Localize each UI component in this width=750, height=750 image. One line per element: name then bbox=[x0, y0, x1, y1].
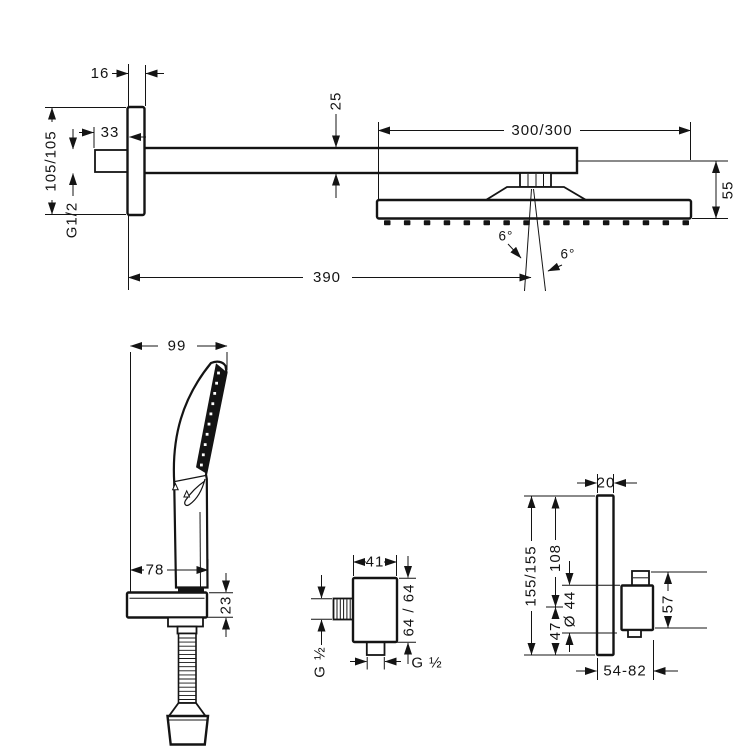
outlet-bottom-stub bbox=[365, 641, 386, 656]
shower-arm bbox=[142, 146, 579, 175]
dim-plate-height: 105/105 bbox=[43, 130, 60, 191]
valve-plate bbox=[595, 494, 615, 657]
leader-line bbox=[507, 243, 522, 259]
wall-outlet-figure: 41 64 / 64 G ½ G ½ bbox=[311, 554, 442, 678]
dim-arm-profile: 25 bbox=[328, 92, 345, 111]
dim-center-to-bottom: 47 bbox=[547, 622, 564, 641]
hose-collar bbox=[167, 616, 204, 628]
dim-plate-thickness: 16 bbox=[91, 65, 110, 82]
handshower-figure: 99 78 23 bbox=[125, 338, 235, 746]
dim-handle-height: 57 bbox=[660, 595, 677, 614]
holder-slot bbox=[178, 586, 204, 593]
leader-line bbox=[547, 262, 563, 272]
hose-connector bbox=[176, 625, 198, 635]
dim-valve-plate-height: 155/155 bbox=[523, 545, 540, 606]
dim-outlet-thread-left: G ½ bbox=[312, 646, 329, 677]
spray-axis-right bbox=[533, 188, 546, 292]
spray-face-nozzles bbox=[200, 371, 220, 467]
shower-head bbox=[375, 198, 693, 220]
valve-handle-body bbox=[620, 584, 655, 632]
outlet-body bbox=[351, 576, 399, 644]
thread-hatch bbox=[336, 599, 351, 619]
supply-stub bbox=[94, 149, 129, 173]
dim-head-height: 55 bbox=[720, 181, 737, 200]
shower-holder bbox=[125, 591, 209, 619]
select-button-mark bbox=[171, 482, 179, 491]
hose-end-cone bbox=[167, 702, 208, 717]
dim-angle-right: 6° bbox=[561, 247, 576, 262]
dim-supply-length: 33 bbox=[101, 124, 120, 141]
shower-hose bbox=[177, 632, 197, 704]
handshower-hook-detail bbox=[184, 478, 206, 506]
dim-outlet-height: 64 / 64 bbox=[401, 584, 418, 637]
dim-escutcheon-diameter: Ø 44 bbox=[562, 591, 579, 628]
nut-ribs bbox=[527, 174, 544, 186]
thermostat-figure: 20 155/155 108 47 Ø 44 57 bbox=[523, 474, 707, 680]
select-button-mark bbox=[183, 489, 191, 498]
dim-holder-reach: 78 bbox=[146, 562, 165, 579]
spray-nozzles bbox=[384, 220, 689, 226]
dim-outlet-thread-bottom: G ½ bbox=[411, 655, 442, 672]
dim-outlet-width: 41 bbox=[366, 554, 385, 571]
valve-handle-tab bbox=[627, 629, 642, 638]
dim-head-size: 300/300 bbox=[511, 122, 572, 139]
hose-end-nut bbox=[166, 714, 210, 746]
dim-top-to-center: 108 bbox=[547, 544, 564, 572]
wall-plate bbox=[126, 105, 146, 217]
hose-ribs bbox=[178, 637, 196, 700]
dim-handshower-width: 99 bbox=[168, 338, 187, 355]
dim-angle-left: 6° bbox=[499, 229, 514, 244]
dim-reach: 390 bbox=[313, 269, 341, 286]
joint-cone bbox=[482, 186, 590, 201]
dim-depth-range: 54-82 bbox=[603, 663, 646, 680]
head-handle-parting-line bbox=[174, 474, 206, 483]
overhead-shower-figure: 16 105/105 33 G1/2 25 300/300 55 bbox=[43, 64, 737, 292]
dim-thread: G1/2 bbox=[64, 202, 81, 239]
dim-valve-plate-thickness: 20 bbox=[597, 475, 616, 492]
handshower-spray-face bbox=[196, 363, 227, 474]
dim-holder-height: 23 bbox=[218, 596, 235, 615]
handle-inner-line bbox=[199, 511, 201, 588]
